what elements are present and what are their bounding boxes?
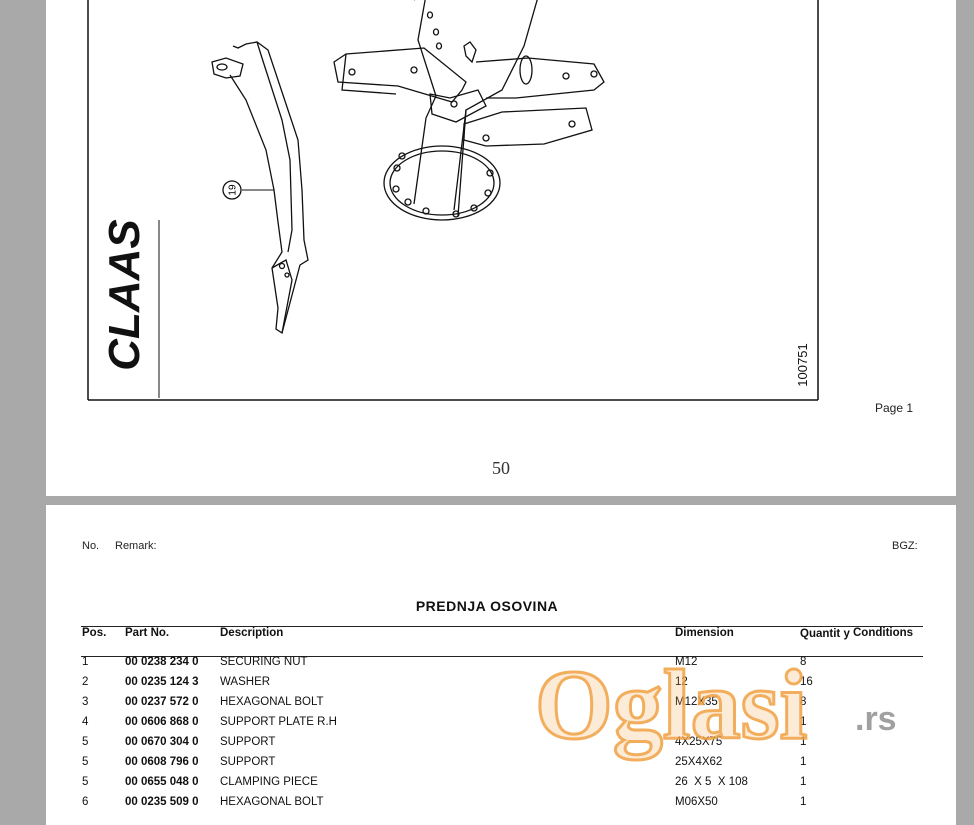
cell-pos: 5 — [82, 736, 89, 748]
front-axle-column — [333, 0, 605, 221]
cell-part-no: 00 0608 796 0 — [125, 756, 199, 768]
cell-dimension: 26 X 5 X 108 — [675, 776, 748, 788]
column-header-pos: Pos. — [82, 627, 107, 639]
cell-quantity: 1 — [800, 776, 807, 788]
claas-logo: CLAAS — [100, 219, 149, 371]
callout-number: 19 — [228, 184, 239, 196]
cell-pos: 3 — [82, 696, 89, 708]
cell-pos: 4 — [82, 716, 89, 728]
cell-pos: 1 — [82, 656, 89, 668]
cell-part-no: 00 0235 124 3 — [125, 676, 199, 688]
cell-dimension: 4X25X75 — [675, 736, 723, 748]
bracket-part-19 — [211, 41, 309, 335]
cell-quantity: 8 — [800, 656, 807, 668]
remark-label: Remark: — [115, 540, 157, 552]
column-header-part-no: Part No. — [125, 627, 170, 639]
cell-pos: 5 — [82, 776, 89, 788]
table-header-rule — [81, 656, 923, 657]
parts-diagram: 19 — [87, 0, 819, 401]
table-row: 2 00 0235 124 3 WASHER 12 16 — [46, 676, 956, 696]
bgz-label: BGZ: — [892, 540, 918, 552]
cell-part-no: 00 0655 048 0 — [125, 776, 199, 788]
cell-pos: 6 — [82, 796, 89, 808]
cell-description: HEXAGONAL BOLT — [220, 696, 324, 708]
cell-quantity: 16 — [800, 676, 813, 688]
cell-description: SUPPORT — [220, 756, 276, 768]
table-row: 5 00 0670 304 0 SUPPORT 4X25X75 1 — [46, 736, 956, 756]
cell-dimension: M06X50 — [675, 796, 718, 808]
drawing-page: 19 — [46, 0, 956, 496]
table-top-rule — [81, 626, 923, 627]
table-row: 5 00 0655 048 0 CLAMPING PIECE 26 X 5 X … — [46, 776, 956, 796]
parts-list-page: No. Remark: BGZ: PREDNJA OSOVINA Pos. Pa… — [46, 505, 956, 825]
table-row: 4 00 0606 868 0 SUPPORT PLATE R.H 1 — [46, 716, 956, 736]
cell-quantity: 1 — [800, 796, 807, 808]
cell-quantity: 1 — [800, 716, 807, 728]
cell-quantity: 1 — [800, 736, 807, 748]
cell-dimension: 12 — [675, 676, 688, 688]
cell-pos: 5 — [82, 756, 89, 768]
cell-part-no: 00 0670 304 0 — [125, 736, 199, 748]
cell-description: WASHER — [220, 676, 271, 688]
cell-dimension: M12X35 — [675, 696, 718, 708]
column-header-conditions: Conditions — [853, 627, 914, 639]
cell-description: SUPPORT — [220, 736, 276, 748]
table-row: 1 00 0238 234 0 SECURING NUT M12 8 — [46, 656, 956, 676]
table-row: 6 00 0235 509 0 HEXAGONAL BOLT M06X50 1 — [46, 796, 956, 816]
page-label: Page 1 — [875, 401, 914, 415]
cell-part-no: 00 0237 572 0 — [125, 696, 199, 708]
column-header-dimension: Dimension — [675, 627, 734, 639]
cell-quantity: 1 — [800, 756, 807, 768]
cell-quantity: 8 — [800, 696, 807, 708]
column-header-description: Description — [220, 627, 284, 639]
cell-description: SECURING NUT — [220, 656, 308, 668]
cell-description: SUPPORT PLATE R.H — [220, 716, 337, 728]
column-header-quantity: Quantit y — [800, 628, 850, 640]
cell-dimension: M12 — [675, 656, 698, 668]
cell-part-no: 00 0238 234 0 — [125, 656, 199, 668]
cell-pos: 2 — [82, 676, 89, 688]
cell-description: CLAMPING PIECE — [220, 776, 318, 788]
no-label: No. — [82, 540, 100, 552]
cell-part-no: 00 0606 868 0 — [125, 716, 199, 728]
table-row: 5 00 0608 796 0 SUPPORT 25X4X62 1 — [46, 756, 956, 776]
cell-part-no: 00 0235 509 0 — [125, 796, 199, 808]
cell-description: HEXAGONAL BOLT — [220, 796, 324, 808]
drawing-number: 100751 — [795, 343, 810, 386]
page-number: 50 — [492, 458, 510, 478]
section-title: PREDNJA OSOVINA — [415, 598, 559, 614]
drawing-frame — [87, 0, 819, 401]
cell-dimension: 25X4X62 — [675, 756, 723, 768]
table-row: 3 00 0237 572 0 HEXAGONAL BOLT M12X35 8 — [46, 696, 956, 716]
